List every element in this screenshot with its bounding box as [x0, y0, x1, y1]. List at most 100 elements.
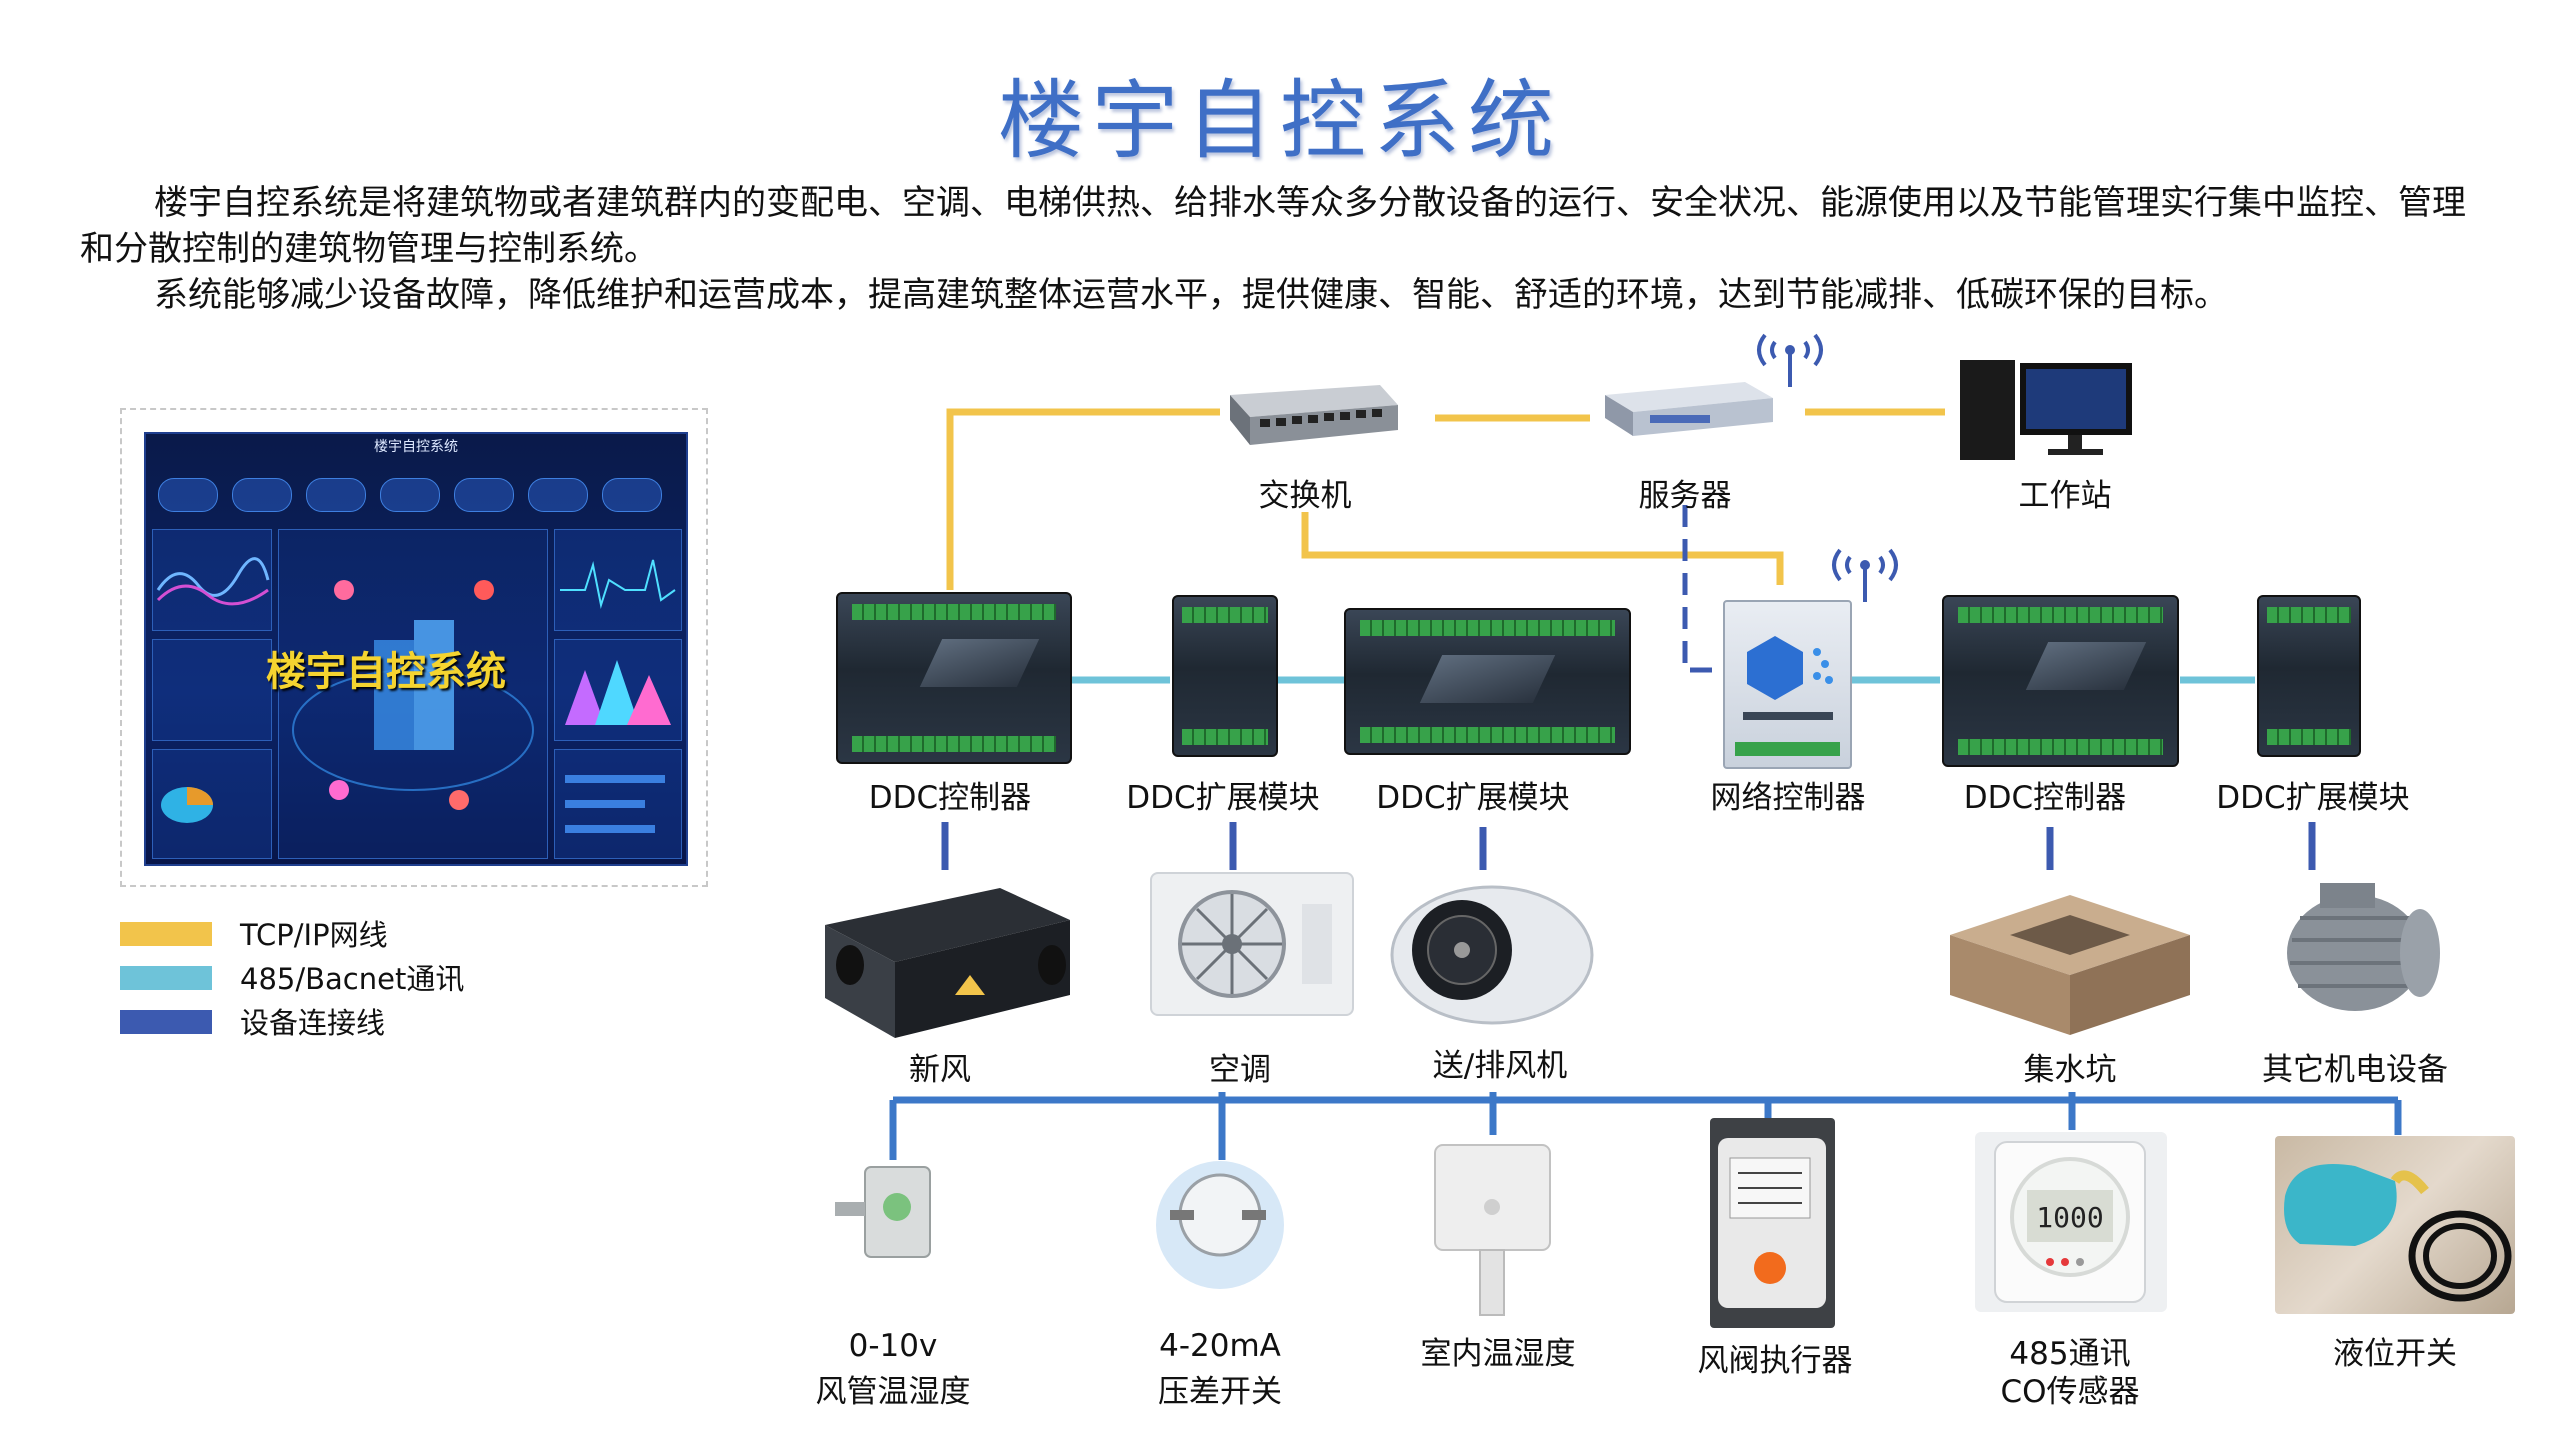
duct-sensor-label-1: 0-10v: [848, 1328, 938, 1364]
terminal-block: [852, 736, 1056, 752]
pulse-chart-icon: [560, 559, 676, 609]
terminal-block: [1182, 729, 1268, 745]
legend-label-device-link: 设备连接线: [240, 1006, 386, 1040]
dashboard-panel: [152, 529, 272, 631]
dashboard-kpi: [306, 478, 366, 512]
air-conditioner: [1150, 872, 1354, 1016]
bar-progress-icon: [565, 775, 665, 833]
air-conditioner-icon: [1178, 890, 1332, 998]
dashboard-kpi: [380, 478, 440, 512]
terminal-block: [1360, 727, 1615, 743]
switch-label: 交换机: [1258, 478, 1352, 514]
ddc-controller-1: [836, 592, 1072, 764]
fresh-air-unit-icon: [825, 888, 1070, 1038]
controller-panel: [2025, 642, 2147, 690]
other-equipment-label: 其它机电设备: [2262, 1052, 2448, 1088]
motor-icon: [2287, 883, 2440, 1011]
netctl-wireless-icon: [1832, 548, 1898, 602]
terminal-block: [1958, 739, 2163, 755]
dashboard-panel: [152, 639, 272, 741]
terminal-block: [2267, 607, 2351, 623]
damper-actuator: [1710, 1118, 1835, 1328]
fan-icon: [1390, 885, 1594, 1025]
sump-pit: [1940, 880, 2200, 1040]
server-icon: [1605, 382, 1773, 436]
intro-paragraph-2: 系统能够减少设备故障，降低维护和运营成本，提高建筑整体运营水平，提供健康、智能、…: [154, 275, 2228, 315]
server-label: 服务器: [1638, 478, 1732, 514]
sensor-bus: [889, 1092, 2402, 1160]
level-switch-label: 液位开关: [2333, 1336, 2457, 1372]
room-temp-humidity-sensor: [1420, 1135, 1565, 1320]
fresh-air-label: 新风: [909, 1052, 971, 1088]
dp-switch-label-2: 压差开关: [1158, 1374, 1282, 1410]
pie-chart-icon: [161, 787, 213, 823]
terminal-block: [2267, 729, 2351, 745]
co-sensor: 1000: [1975, 1132, 2167, 1312]
dashboard-panel: [554, 749, 682, 859]
dashboard-panel: [554, 639, 682, 741]
duct-sensor: [830, 1162, 950, 1277]
switch-icon: [1230, 385, 1398, 445]
network-controller-label: 网络控制器: [1710, 780, 1866, 816]
controller-panel: [1419, 655, 1556, 703]
dashboard-panel: [152, 749, 272, 859]
tcpip-lines: [946, 408, 1945, 590]
fan-label: 送/排风机: [1432, 1048, 1568, 1084]
ddc-controller-2-label: DDC控制器: [1963, 780, 2127, 816]
damper-label: 风阀执行器: [1697, 1343, 1853, 1379]
dashboard-kpi: [602, 478, 662, 512]
device-lines: [941, 822, 2316, 870]
room-sensor-icon: [1434, 1144, 1551, 1316]
level-switch: [2275, 1136, 2515, 1314]
ddc-extension-3-label: DDC扩展模块: [2216, 780, 2410, 816]
co-sensor-label-2: CO传感器: [2000, 1374, 2140, 1410]
co-sensor-icon: 1000: [1994, 1141, 2146, 1303]
dp-switch-label-1: 4-20mA: [1159, 1328, 1281, 1364]
dashboard-panel: [554, 529, 682, 631]
ddc-controller-2: [1942, 595, 2179, 767]
dashboard-header: 楼宇自控系统: [374, 439, 458, 455]
server: [1595, 370, 1775, 440]
sump-pit-icon: [1950, 895, 2190, 1035]
co-sensor-label-1: 485通讯: [2009, 1336, 2131, 1372]
duct-sensor-label-2: 风管温湿度: [815, 1374, 971, 1410]
legend-swatch-tcpip: [120, 922, 212, 946]
terminal-block: [852, 604, 1056, 620]
building-3d-icon: [292, 580, 534, 810]
server-wireless-icon: [1757, 333, 1823, 387]
terminal-block: [1182, 607, 1268, 623]
ddc-extension-1-label: DDC扩展模块: [1126, 780, 1320, 816]
other-equipment: [2260, 868, 2445, 1028]
level-switch-icon: [2284, 1164, 2512, 1302]
wave-chart-icon: [156, 557, 270, 606]
dashboard-kpi: [158, 478, 218, 512]
dashboard-preview: 楼宇自控系统: [144, 432, 688, 866]
sump-label: 集水坑: [2023, 1052, 2117, 1088]
ddc-extension-2-label: DDC扩展模块: [1376, 780, 1570, 816]
network-controller-icon: [1735, 636, 1840, 756]
differential-pressure-switch: [1150, 1155, 1290, 1295]
ddc-extension-3: [2257, 595, 2361, 757]
supply-exhaust-fan: [1382, 870, 1617, 1030]
terminal-block: [1958, 607, 2163, 623]
workstation-icon: [1960, 360, 2132, 460]
workstation: [1950, 355, 2140, 465]
room-sensor-label: 室内温湿度: [1420, 1336, 1576, 1372]
ac-label: 空调: [1209, 1052, 1271, 1088]
co-display-text: 1000: [2036, 1201, 2103, 1234]
dashboard-kpi: [232, 478, 292, 512]
pressure-switch-icon: [1156, 1161, 1284, 1289]
legend-label-tcpip: TCP/IP网线: [240, 918, 388, 952]
legend-swatch-485: [120, 966, 212, 990]
fresh-air-unit: [820, 880, 1080, 1040]
legend-label-485: 485/Bacnet通讯: [240, 962, 465, 996]
damper-actuator-icon: [1718, 1138, 1826, 1308]
peak-chart-icon: [565, 660, 671, 725]
duct-sensor-icon: [835, 1166, 931, 1258]
ddc-extension-1: [1172, 595, 1278, 757]
terminal-block: [1360, 620, 1615, 636]
dashboard-preview-frame: 楼宇自控系统: [120, 408, 708, 887]
dashboard-logo-text: 楼宇自控系统: [266, 649, 506, 695]
dashboard-kpi: [528, 478, 588, 512]
